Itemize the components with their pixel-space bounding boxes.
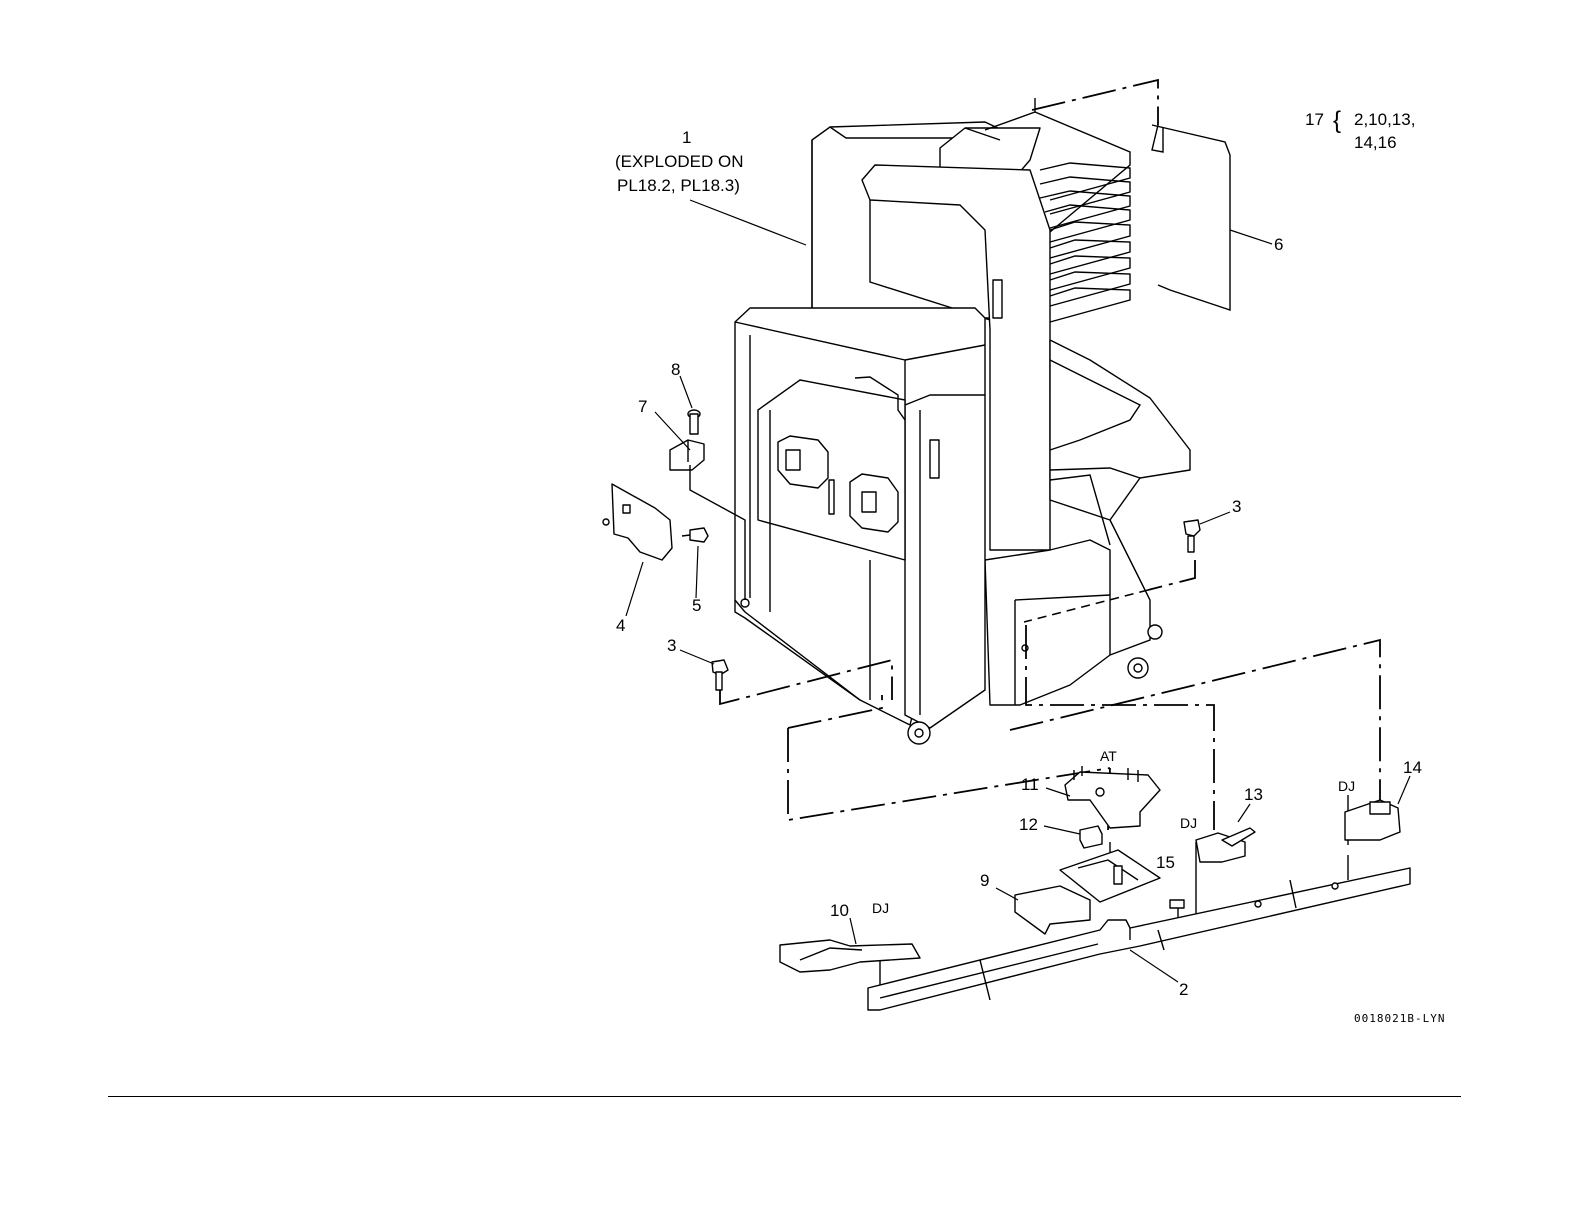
tag-at: AT: [1100, 748, 1117, 764]
callout-6: 6: [1274, 235, 1283, 254]
callout-4: 4: [616, 616, 625, 635]
callout-10: 10: [830, 901, 849, 920]
callout-3-left: 3: [667, 636, 676, 655]
figure-id: 0018021B-LYN: [1354, 1012, 1445, 1025]
screw-part-8: [680, 376, 700, 434]
callout-5: 5: [692, 596, 701, 615]
callout-3-right: 3: [1232, 497, 1241, 516]
footer-rule: [108, 1096, 1461, 1097]
guide-part-9: [996, 886, 1090, 934]
harness-part-13: [1196, 804, 1255, 862]
sensor-part-12: [1044, 826, 1102, 848]
tag-dj-10: DJ: [872, 900, 889, 916]
callout-7: 7: [638, 397, 647, 416]
base-rail-part-2: [868, 868, 1410, 1010]
callout-9: 9: [980, 871, 989, 890]
callout-1: 1: [682, 128, 691, 147]
callout-13: 13: [1244, 785, 1263, 804]
cover-plate-part-4: [603, 484, 672, 616]
callout-1-note-line3: PL18.2, PL18.3): [617, 176, 740, 195]
screw-part-5: [682, 528, 708, 598]
tag-dj-13: DJ: [1180, 815, 1197, 831]
screw-part-3-right: [1184, 512, 1230, 552]
clip-part-15: [1170, 900, 1184, 908]
finisher-unit: [735, 112, 1190, 744]
callout-2: 2: [1179, 980, 1188, 999]
tag-dj-14: DJ: [1338, 778, 1355, 794]
callout-1-note-line2: (EXPLODED ON: [615, 152, 743, 171]
callout-15: 15: [1156, 853, 1175, 872]
callout-8: 8: [671, 360, 680, 379]
callout-17-parts-line1: 2,10,13,: [1354, 110, 1415, 129]
wire-guide-part-6: [1152, 125, 1272, 310]
brace-symbol: {: [1333, 107, 1341, 134]
callout-14: 14: [1403, 758, 1422, 777]
callout-17-parts-line2: 14,16: [1354, 133, 1397, 152]
callout-11: 11: [1021, 775, 1039, 794]
screw-part-3-left: [680, 650, 728, 690]
wire-harness-part-10: [780, 918, 920, 972]
callout-17: 17: [1305, 110, 1324, 129]
callout-12: 12: [1019, 815, 1038, 834]
